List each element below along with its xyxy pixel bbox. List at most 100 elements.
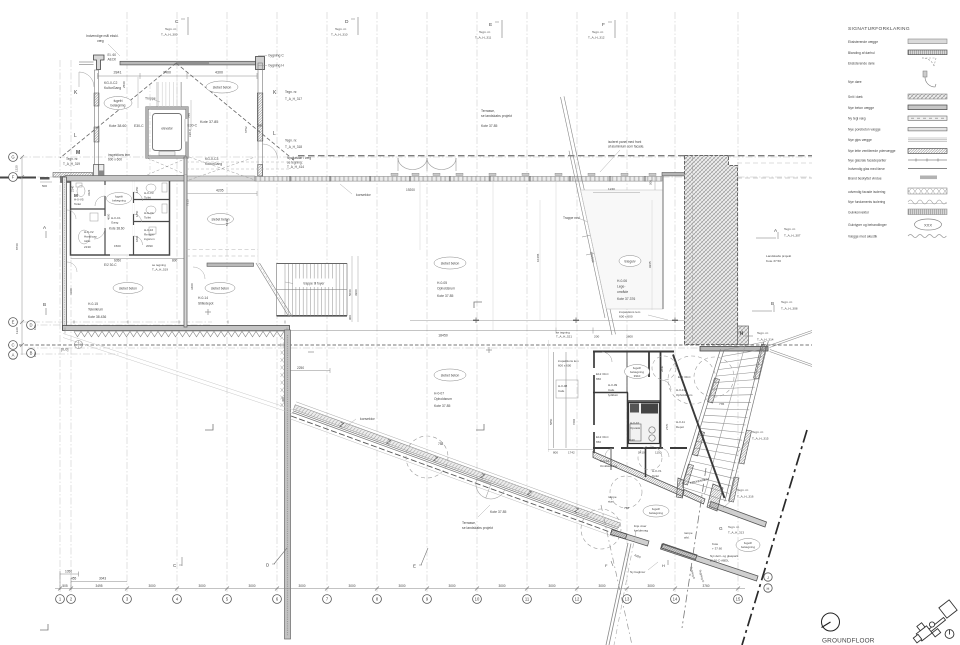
svg-text:H: H [767,586,770,591]
svg-text:3: 3 [126,597,129,602]
svg-text:trappe til foyer: trappe til foyer [304,282,326,286]
svg-text:Tegning D: Tegning D [698,569,705,583]
svg-text:H-0-V5: H-0-V5 [74,198,84,202]
svg-text:3000: 3000 [298,584,305,588]
svg-text:Nyt dørr- og glasparti.: Nyt dørr- og glasparti. [710,554,739,558]
svg-text:2560: 2560 [122,81,126,88]
svg-text:B: B [30,351,33,356]
svg-text:H-0-05: H-0-05 [437,281,447,285]
svg-text:Ny glasdør i væg: Ny glasdør i væg [287,156,311,160]
svg-text:1500: 1500 [114,244,121,248]
svg-text:EI,60-C-ABDL: EI,60-C-ABDL [710,559,729,563]
svg-text:Vægge med akustik: Vægge med akustik [848,235,877,239]
svg-text:Landskabs projekt: Landskabs projekt [766,254,791,258]
svg-text:T_A_H_521: T_A_H_521 [556,335,572,339]
svg-text:B: B [43,302,46,307]
svg-text:Opholdsrum: Opholdsrum [437,287,455,291]
svg-text:SIGNATURFORKLARING: SIGNATURFORKLARING [848,26,910,32]
svg-text:Handicap: Handicap [84,235,97,239]
svg-text:T_A_H_300: T_A_H_300 [161,33,178,37]
svg-text:Ny tegl væg: Ny tegl væg [848,117,866,121]
svg-text:500: 500 [42,184,47,188]
svg-text:Kote 38.60: Kote 38.60 [109,227,125,231]
svg-text:Kote 37.50: Kote 37.50 [766,259,781,263]
svg-text:K: K [74,90,78,96]
svg-text:elevator: elevator [161,127,173,131]
svg-text:3760: 3760 [702,584,709,588]
svg-text:Kote: Kote [712,542,719,546]
svg-text:900: 900 [348,315,352,320]
svg-text:Kote 37.85: Kote 37.85 [490,510,507,514]
svg-text:9: 9 [426,597,429,602]
svg-text:6752: 6752 [244,126,248,133]
svg-text:2250: 2250 [297,366,304,370]
svg-text:Tegn. nr.: Tegn. nr. [784,227,796,231]
svg-text:H-0-C1: H-0-C1 [111,216,121,220]
svg-text:KG-0-C3: KG-0-C3 [205,157,218,161]
svg-text:Depot: Depot [676,425,684,429]
svg-text:H-0-V4: H-0-V4 [144,211,154,215]
svg-text:7315: 7315 [186,199,190,206]
svg-text:200: 200 [649,180,653,185]
svg-text:KulturGang: KulturGang [104,86,121,90]
svg-text:T_A_H_519: T_A_H_519 [152,268,168,272]
svg-text:18450: 18450 [438,334,448,338]
svg-text:KØKKENRUM: KØKKENRUM [689,477,709,485]
svg-text:Tegn. nr.: Tegn. nr. [737,488,749,492]
svg-text:1250: 1250 [135,186,139,193]
svg-text:10: 10 [475,597,480,602]
svg-text:fugefri: fugefri [633,366,642,370]
svg-text:2841: 2841 [114,71,122,75]
svg-text:se landskabs projekt: se landskabs projekt [462,526,493,530]
svg-text:T_A_H_313: T_A_H_313 [728,531,744,535]
svg-text:1860: 1860 [135,235,139,242]
svg-text:1320: 1320 [15,327,19,334]
svg-text:H: H [662,563,665,568]
svg-text:Opholdsrum: Opholdsrum [676,393,693,397]
svg-text:Kote 37.85: Kote 37.85 [434,404,451,408]
svg-text:Stilledepot: Stilledepot [198,302,213,306]
svg-text:G: G [719,526,723,531]
svg-text:F: F [605,563,608,568]
svg-text:3424: 3424 [87,189,91,196]
svg-text:3000: 3000 [198,584,205,588]
svg-text:5: 5 [226,597,229,602]
svg-text:7282: 7282 [572,418,576,425]
svg-text:Blanding af dørhul: Blanding af dørhul [848,51,875,55]
svg-text:6050: 6050 [114,259,121,263]
svg-text:4205: 4205 [216,189,224,193]
svg-text:H-0-V1: H-0-V1 [652,469,662,473]
svg-text:Terrasse,: Terrasse, [481,109,495,113]
svg-text:3495: 3495 [95,584,102,588]
svg-text:1250: 1250 [135,210,139,217]
svg-text:E/2 30-C: E/2 30-C [104,263,117,267]
svg-text:Tegn. nr.: Tegn. nr. [728,525,740,529]
svg-text:væg: væg [97,39,104,43]
svg-text:A: A [43,225,47,230]
svg-text:belægning: belægning [111,104,126,108]
svg-text:5230: 5230 [225,219,229,226]
svg-text:735: 735 [719,402,724,406]
svg-text:fugefri: fugefri [114,99,123,103]
svg-text:1050: 1050 [65,569,72,573]
svg-text:H-0-14: H-0-14 [198,296,208,300]
svg-text:H-0-11: H-0-11 [676,420,685,424]
svg-text:A: A [774,228,778,233]
svg-text:E12 30-C: E12 30-C [596,372,610,376]
svg-text:M: M [76,150,80,156]
svg-text:C: C [175,19,179,25]
svg-text:3000: 3000 [548,584,555,588]
svg-text:fugefri: fugefri [652,507,661,511]
svg-text:455: 455 [71,577,77,581]
svg-text:3910: 3910 [634,374,641,378]
svg-text:slebet beton: slebet beton [119,287,137,291]
svg-text:Teknikrum: Teknikrum [88,308,103,312]
svg-text:H-0-07: H-0-07 [434,392,444,396]
svg-text:4300: 4300 [215,71,223,75]
svg-text:inspektions lem: inspektions lem [619,310,641,314]
svg-text:Tegn. nr.: Tegn. nr. [781,300,793,304]
svg-text:T_A_H_312: T_A_H_312 [588,36,605,40]
svg-text:K: K [273,90,277,96]
svg-text:10465: 10465 [536,253,540,262]
svg-text:Troppe: Troppe [145,97,156,101]
